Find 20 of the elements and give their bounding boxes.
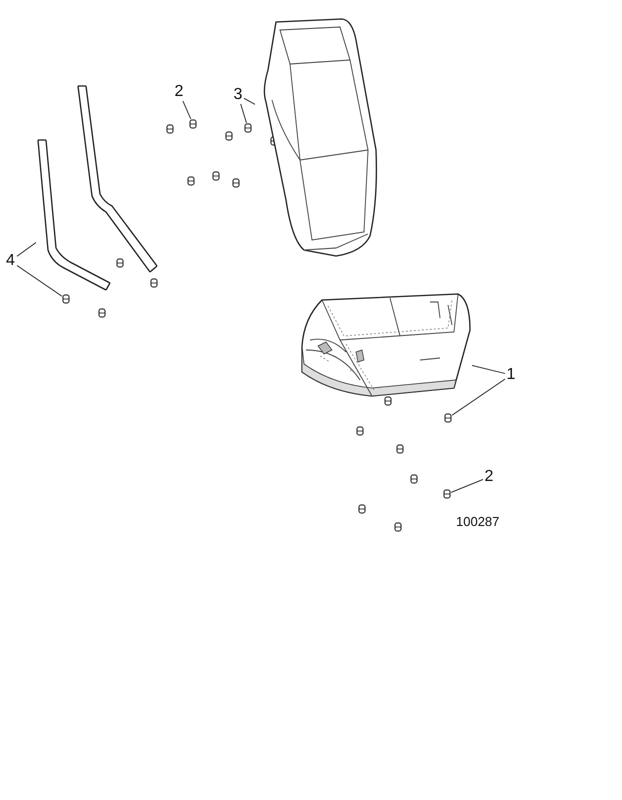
bolt-icon [244, 123, 252, 133]
bolt-icon [443, 489, 451, 499]
callout-number: 2 [483, 468, 495, 486]
callout-number: 3 [232, 86, 244, 104]
leader-line [450, 478, 484, 493]
bolt-icon [62, 294, 70, 304]
leader-line [182, 100, 192, 120]
bolt-icon [189, 119, 197, 129]
leader-line [244, 98, 256, 105]
bolt-icon [444, 413, 452, 423]
callout-number: 2 [173, 83, 185, 101]
leader-line [16, 242, 36, 257]
leader-line [16, 265, 62, 297]
leader-line [452, 378, 506, 416]
callout-number: 4 [4, 252, 17, 270]
leader-line [240, 104, 247, 124]
frame-rail-drawing [36, 138, 112, 292]
leader-line [472, 364, 506, 374]
drawing-number: 100287 [456, 514, 500, 529]
callout-number: 1 [505, 366, 517, 384]
